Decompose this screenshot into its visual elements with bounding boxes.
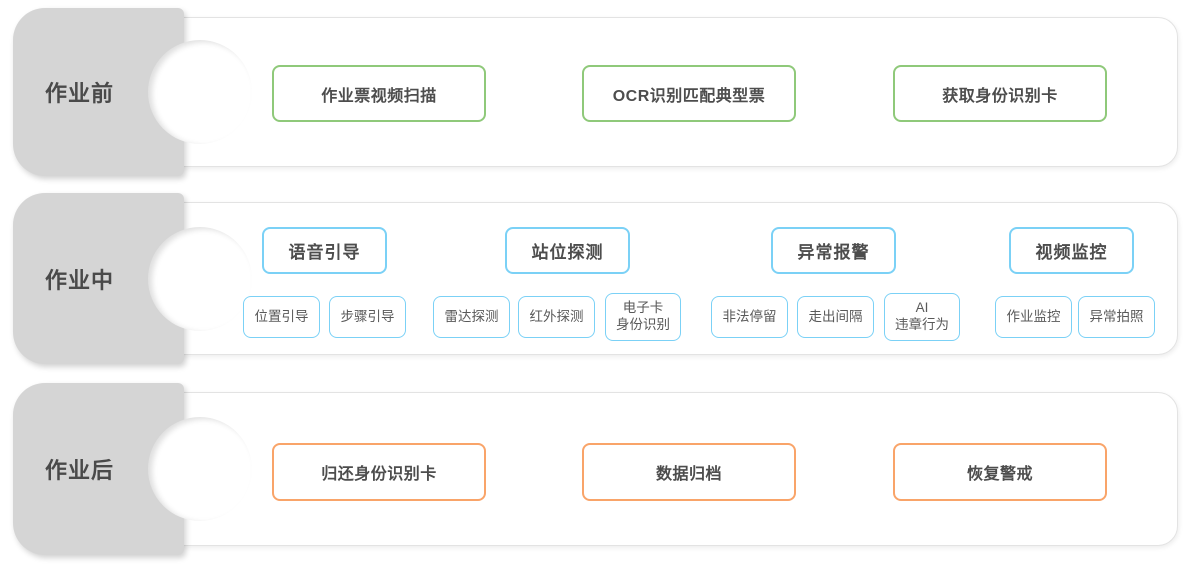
phase-label-during: 作业中 [44, 267, 114, 293]
sub-box-label: 作业监控 [1006, 308, 1061, 324]
sub-box-label: 电子卡 身份识别 [616, 300, 670, 332]
task-box-get-id-card: 获取身份识别卡 [893, 65, 1107, 122]
phase-row-after: 作业后 归还身份识别卡 数据归档 恢复警戒 [0, 383, 1200, 555]
task-box-label: 恢复警戒 [966, 466, 1033, 483]
task-box-label: 作业票视频扫描 [321, 87, 437, 105]
group-header-abnormal-alarm: 异常报警 [771, 227, 896, 274]
sub-box-work-monitor: 作业监控 [995, 296, 1072, 338]
task-box-ticket-video-scan: 作业票视频扫描 [272, 65, 486, 122]
sub-box-ecard-identity: 电子卡 身份识别 [605, 293, 681, 341]
tab-notch [148, 40, 252, 144]
sub-box-label: 走出间隔 [808, 308, 863, 324]
task-box-return-id-card: 归还身份识别卡 [272, 443, 486, 501]
sub-box-abnormal-photo: 异常拍照 [1078, 296, 1155, 338]
sub-box-label: 异常拍照 [1089, 308, 1144, 324]
task-box-label: 归还身份识别卡 [321, 466, 437, 483]
group-header-label: 语音引导 [288, 243, 361, 262]
sub-box-label: 步骤引导 [340, 308, 395, 324]
sub-box-label: AI 违章行为 [895, 300, 949, 332]
phase-tab-during: 作业中 [13, 193, 184, 364]
task-box-data-archive: 数据归档 [582, 443, 796, 501]
task-box-ocr-match: OCR识别匹配典型票 [582, 65, 796, 122]
group-header-position-detect: 站位探测 [505, 227, 630, 274]
task-box-label: 数据归档 [655, 466, 722, 483]
group-header-label: 异常报警 [797, 243, 870, 262]
sub-box-leave-interval: 走出间隔 [797, 296, 874, 338]
phase-label-after: 作业后 [44, 458, 114, 483]
tab-notch [148, 417, 252, 521]
sub-box-step-guide: 步骤引导 [329, 296, 406, 338]
sub-box-radar-detect: 雷达探测 [433, 296, 510, 338]
sub-box-illegal-stay: 非法停留 [711, 296, 788, 338]
sub-box-infrared-detect: 红外探测 [518, 296, 595, 338]
sub-box-ai-violation: AI 违章行为 [884, 293, 960, 341]
group-header-video-monitor: 视频监控 [1009, 227, 1134, 274]
group-header-label: 视频监控 [1035, 243, 1108, 262]
sub-box-position-guide: 位置引导 [243, 296, 320, 338]
group-header-label: 站位探测 [531, 243, 604, 262]
phase-label-before: 作业前 [44, 81, 114, 106]
sub-box-label: 红外探测 [529, 308, 584, 324]
task-box-label: OCR识别匹配典型票 [612, 87, 766, 105]
group-header-voice-guide: 语音引导 [262, 227, 387, 274]
phase-row-during: 作业中 语音引导 位置引导 步骤引导 站位探测 雷达探测 红外探测 电子卡 身份… [0, 193, 1200, 364]
task-box-label: 获取身份识别卡 [942, 87, 1058, 105]
sub-box-label: 雷达探测 [444, 308, 499, 324]
task-box-restore-alert: 恢复警戒 [893, 443, 1107, 501]
tab-notch [148, 226, 252, 331]
sub-box-label: 位置引导 [254, 308, 309, 324]
phase-row-before: 作业前 作业票视频扫描 OCR识别匹配典型票 获取身份识别卡 [0, 8, 1200, 176]
sub-box-label: 非法停留 [722, 308, 777, 324]
